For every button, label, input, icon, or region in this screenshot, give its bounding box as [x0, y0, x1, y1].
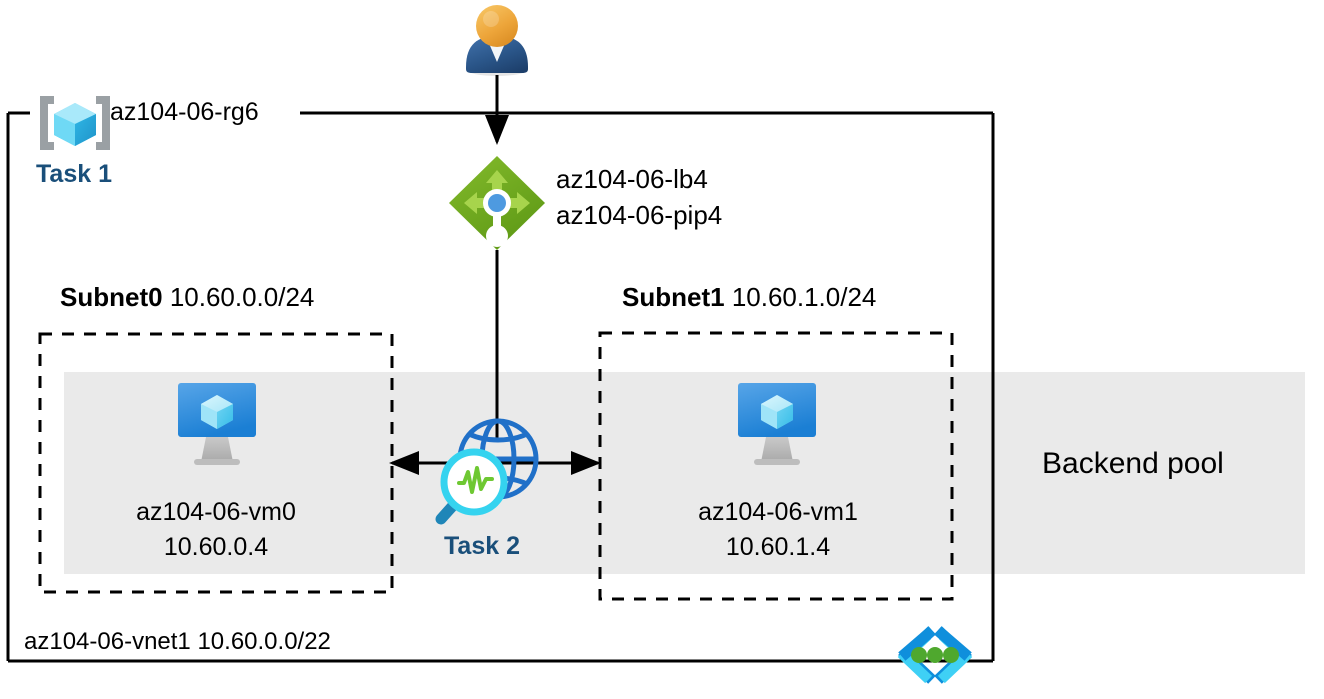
resource-group-icon [40, 96, 110, 150]
load-balancer-icon[interactable] [449, 156, 545, 250]
vm0-name-label: az104-06-vm0 [136, 498, 296, 526]
resource-group-label: az104-06-rg6 [110, 98, 259, 126]
subnet0-cidr: 10.60.0.0/24 [169, 282, 315, 312]
network-watcher-icon[interactable] [435, 418, 539, 525]
subnet0-box[interactable] [38, 332, 394, 594]
task-2-label: Task 2 [444, 532, 520, 560]
vm1-ip-label: 10.60.1.4 [725, 533, 831, 561]
vm1-name-label: az104-06-vm1 [698, 498, 858, 526]
subnet0-name: Subnet0 [60, 282, 163, 312]
virtual-network-icon[interactable] [897, 626, 973, 686]
vm0-ip-label: 10.60.0.4 [163, 533, 269, 561]
subnet0-label: Subnet0 10.60.0.0/24 [60, 282, 315, 313]
subnet1-name: Subnet1 [622, 282, 725, 312]
task-1-label: Task 1 [36, 160, 112, 188]
user-icon [466, 5, 528, 76]
load-balancer-name-label: az104-06-lb4 [556, 164, 708, 194]
subnet1-label: Subnet1 10.60.1.0/24 [622, 282, 877, 313]
subnet1-cidr: 10.60.1.0/24 [731, 282, 877, 312]
public-ip-name-label: az104-06-pip4 [556, 200, 723, 230]
virtual-machine-icon-vm0[interactable] [178, 383, 256, 465]
vnet-label: az104-06-vnet1 10.60.0.0/22 [24, 628, 331, 655]
backend-pool-label: Backend pool [1042, 447, 1224, 480]
resource-group-box [6, 111, 995, 663]
backend-pool-band [64, 372, 1305, 574]
virtual-machine-icon-vm1[interactable] [738, 383, 816, 465]
